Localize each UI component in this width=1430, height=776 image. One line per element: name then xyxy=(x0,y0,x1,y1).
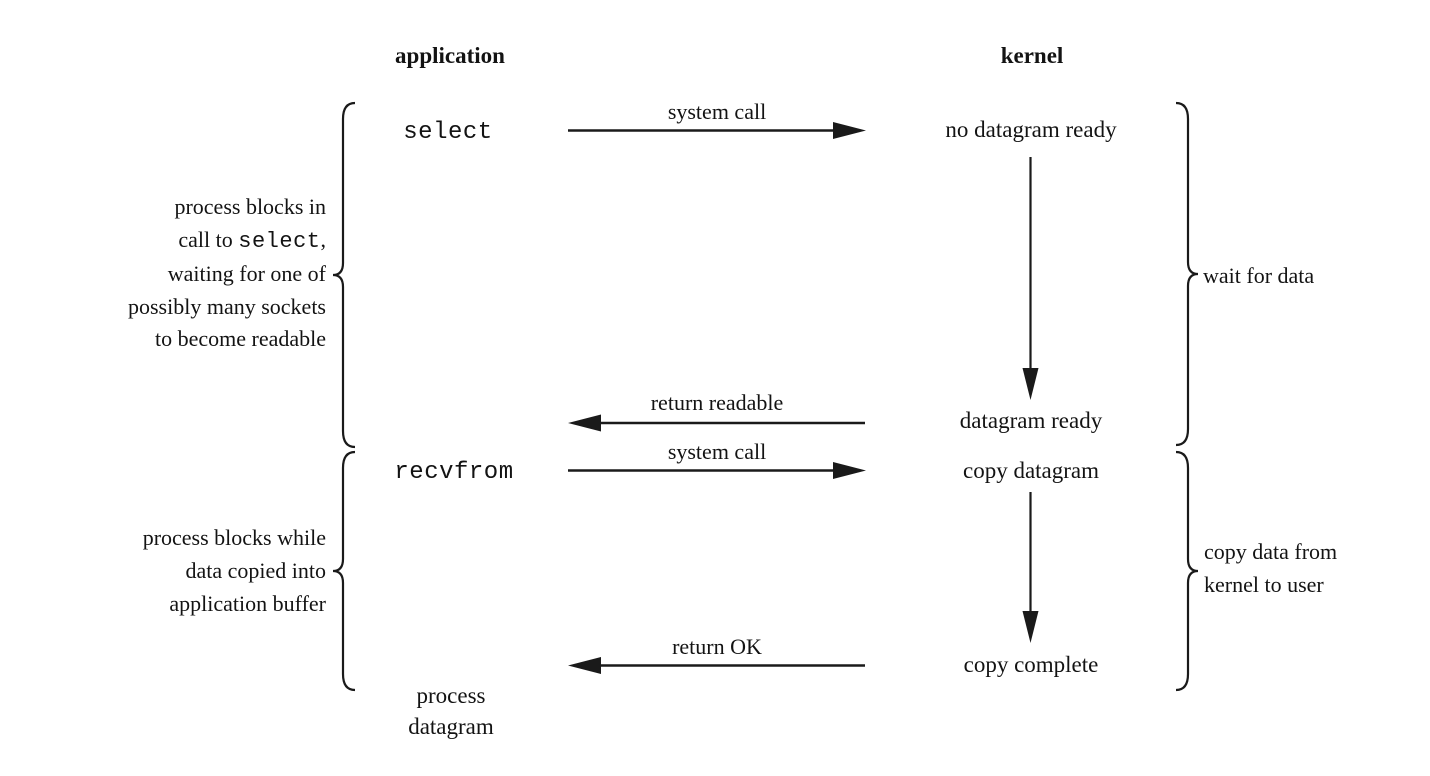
kernel-state-datagram-ready: datagram ready xyxy=(959,408,1103,433)
left-note1-line4: possibly many sockets xyxy=(128,293,326,319)
copy-data-arrow xyxy=(1022,492,1039,643)
left-note-recvfrom-blocking: process blocks while data copied into ap… xyxy=(40,521,326,620)
kernel-state-copy-datagram: copy datagram xyxy=(962,458,1100,483)
left-note1-line5: to become readable xyxy=(154,326,326,351)
inline-select-code: select xyxy=(238,228,321,254)
left-brace-recvfrom-phase xyxy=(332,450,356,692)
left-note2-line2: data copied into xyxy=(185,558,326,583)
left-note2-line3: application buffer xyxy=(169,591,326,616)
process-datagram-line1: process xyxy=(416,683,486,708)
kernel-state-no-datagram-ready: no datagram ready xyxy=(945,117,1117,142)
right-note-copy-data: copy data from kernel to user xyxy=(1204,535,1337,601)
system-call-label-1: system call xyxy=(667,99,767,124)
return-readable-arrow xyxy=(568,414,865,432)
recvfrom-call-label: recvfrom xyxy=(394,459,514,486)
kernel-state-copy-complete: copy complete xyxy=(963,652,1099,677)
left-note1-line3: waiting for one of xyxy=(167,261,326,286)
left-note-select-blocking: process blocks in call to select, waitin… xyxy=(40,191,326,356)
right-note-copy-line1: copy data from xyxy=(1204,539,1338,564)
system-call-arrow-2 xyxy=(568,462,866,479)
left-note2-line1: process blocks while xyxy=(142,525,326,550)
return-ok-arrow xyxy=(568,657,865,674)
process-datagram-label: process datagram xyxy=(351,680,551,742)
left-note1-line1: process blocks in xyxy=(174,194,326,219)
right-note-copy-line2: kernel to user xyxy=(1204,572,1324,597)
system-call-label-2: system call xyxy=(667,439,767,464)
kernel-header: kernel xyxy=(1000,43,1064,68)
select-call-label: select xyxy=(403,119,493,146)
process-datagram-line2: datagram xyxy=(408,714,494,739)
left-note1-line2: call to select, xyxy=(178,226,326,254)
return-ok-label: return OK xyxy=(672,634,762,659)
application-header: application xyxy=(395,43,505,68)
right-brace-copy-data xyxy=(1175,450,1199,692)
left-brace-select-phase xyxy=(332,101,356,449)
right-note-wait-for-data: wait for data xyxy=(1203,263,1315,288)
wait-for-data-arrow xyxy=(1022,157,1039,400)
right-brace-wait-for-data xyxy=(1175,101,1199,447)
system-call-arrow-1 xyxy=(568,122,866,139)
return-readable-label: return readable xyxy=(650,390,784,415)
